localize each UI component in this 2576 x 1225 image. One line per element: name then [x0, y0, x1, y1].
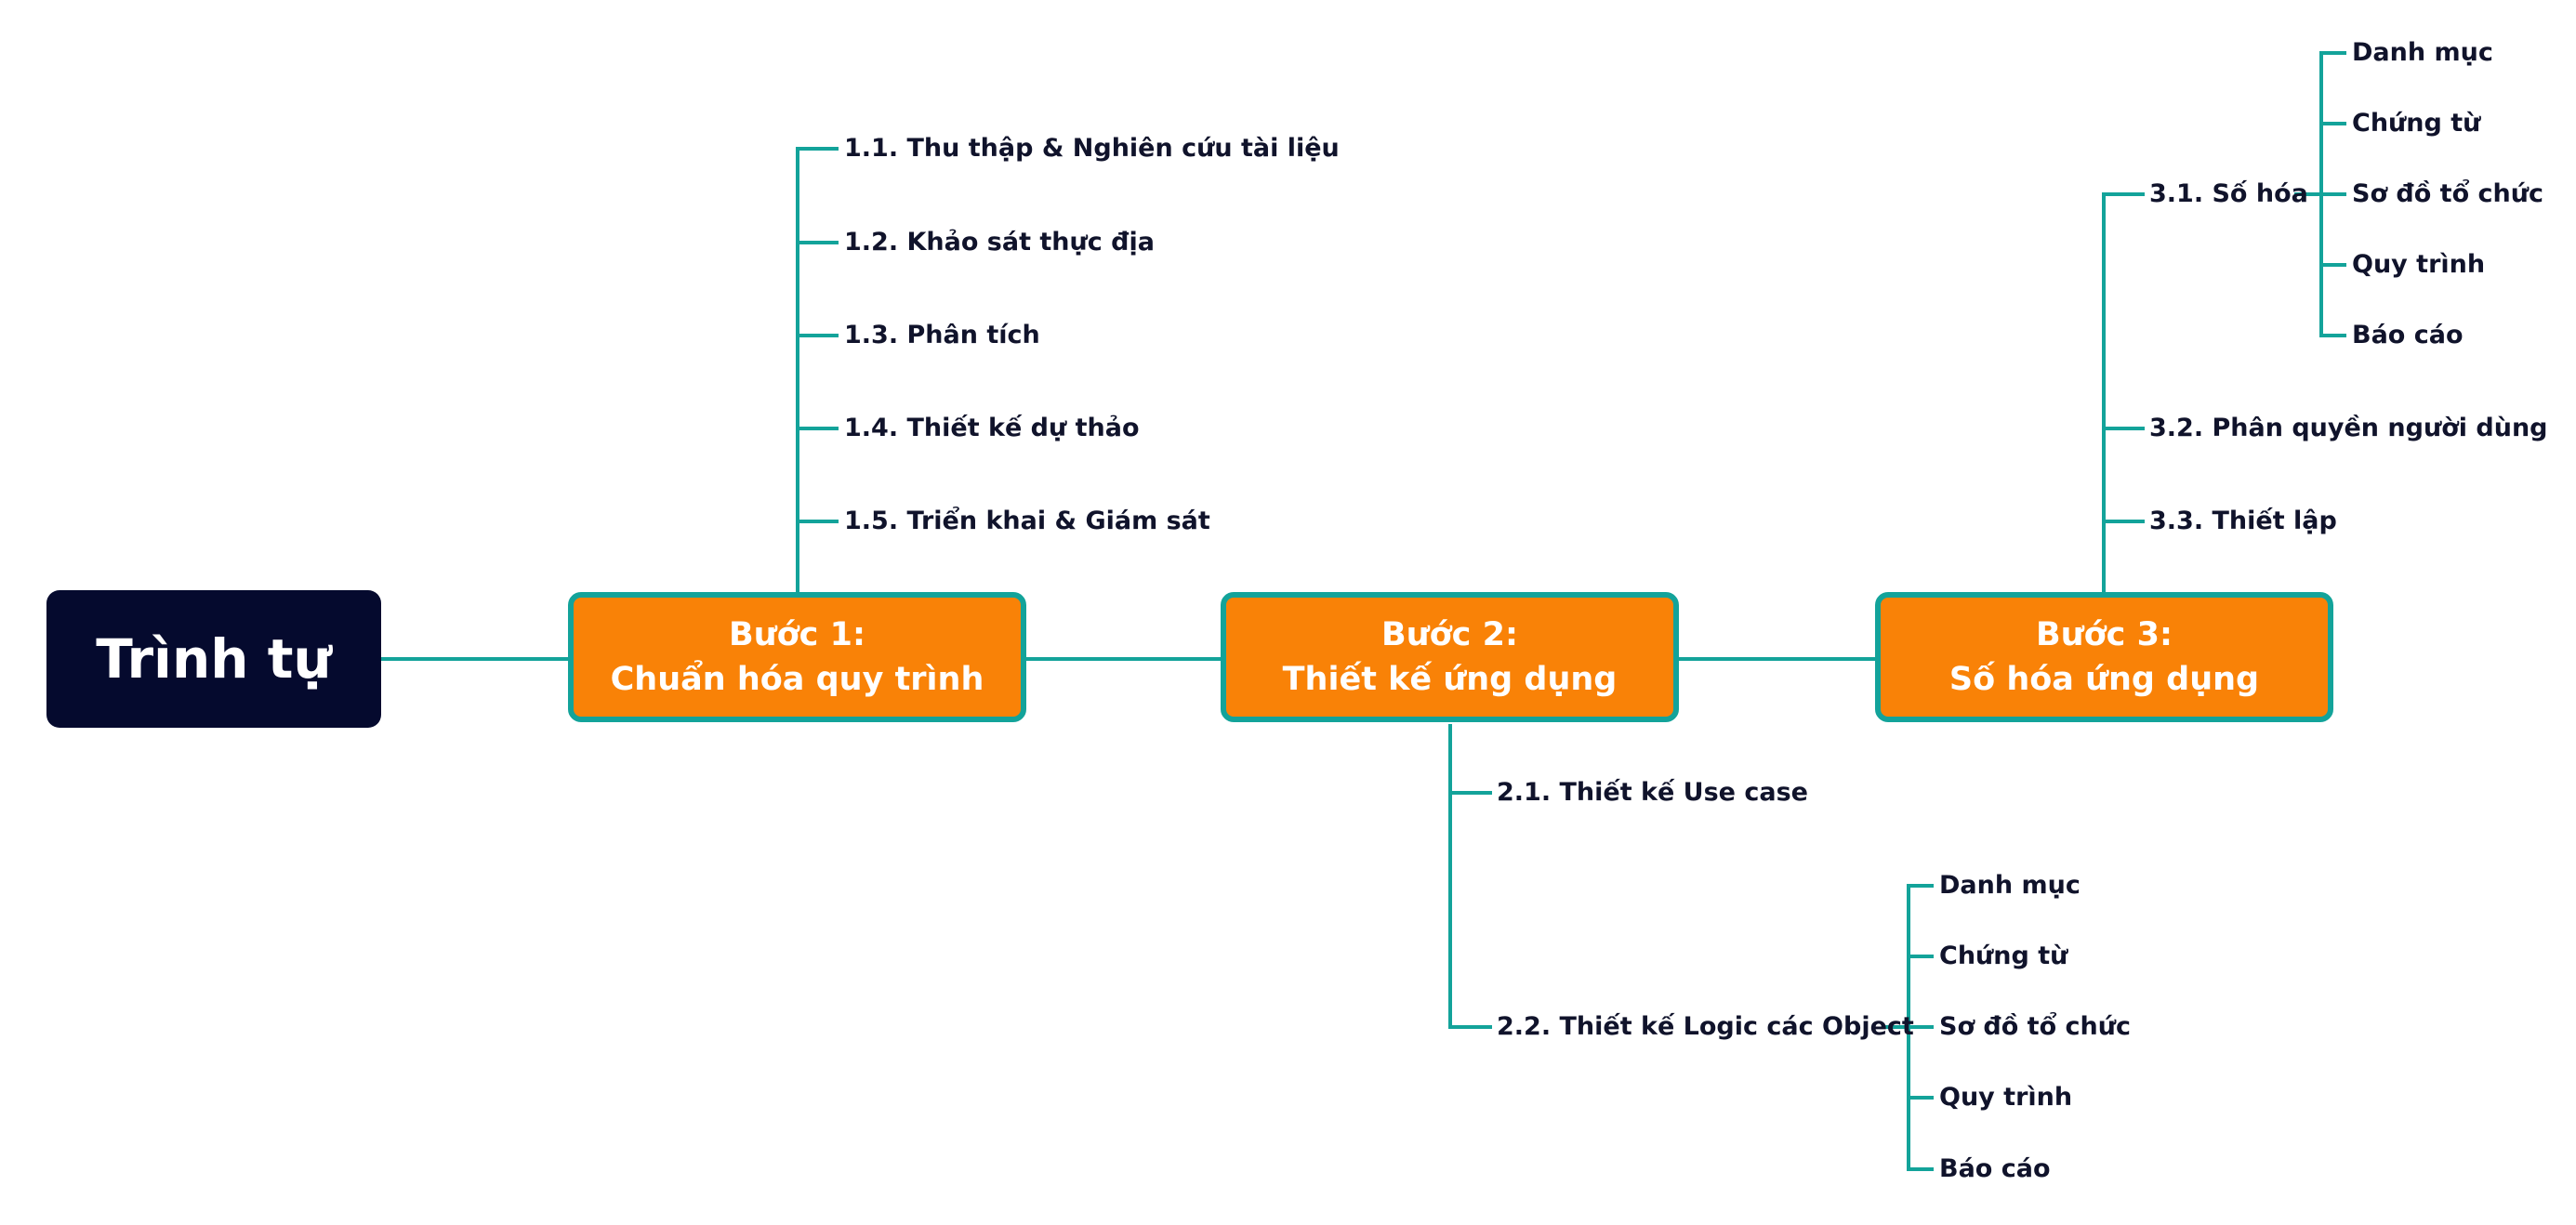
step-3-node: Bước 3: Số hóa ứng dụng [1875, 592, 2333, 722]
step-2-item-2: 2.2. Thiết kế Logic các Object [1497, 1012, 1914, 1041]
step-2-2-sub-2: Chứng từ [1939, 942, 2068, 970]
step-3-line2: Số hóa ứng dụng [1949, 661, 2260, 698]
step-3-1-sub-4: Quy trình [2352, 250, 2486, 279]
step-3-1-sub-1: Danh mục [2352, 38, 2493, 67]
step-3-line1: Bước 3: [2036, 616, 2173, 653]
step-3-item-1: 3.1. Số hóa [2149, 179, 2308, 208]
step-2-2-sub-1: Danh mục [1939, 871, 2081, 900]
root-node: Trình tự [46, 590, 381, 728]
step-1-item-1: 1.1. Thu thập & Nghiên cứu tài liệu [844, 134, 1340, 163]
step-2-item-1: 2.1. Thiết kế Use case [1497, 778, 1808, 807]
step-1-line2: Chuẩn hóa quy trình [610, 661, 984, 698]
step-3-item-3: 3.3. Thiết lập [2149, 507, 2337, 535]
step-2-node: Bước 2: Thiết kế ứng dụng [1221, 592, 1679, 722]
root-label: Trình tự [96, 627, 332, 691]
step-3-1-sub-2: Chứng từ [2352, 109, 2481, 138]
step-3-item-2: 3.2. Phân quyền người dùng [2149, 414, 2548, 442]
step-2-2-sub-4: Quy trình [1939, 1083, 2073, 1112]
step-1-item-2: 1.2. Khảo sát thực địa [844, 228, 1155, 257]
step-2-line1: Bước 2: [1381, 616, 1518, 653]
step-1-line1: Bước 1: [729, 616, 865, 653]
step-2-line2: Thiết kế ứng dụng [1282, 661, 1618, 698]
step-1-item-3: 1.3. Phân tích [844, 321, 1040, 349]
step-3-1-sub-5: Báo cáo [2352, 321, 2464, 349]
step-1-node: Bước 1: Chuẩn hóa quy trình [568, 592, 1026, 722]
step-3-1-sub-3: Sơ đồ tổ chức [2352, 179, 2543, 208]
step-1-item-5: 1.5. Triển khai & Giám sát [844, 507, 1210, 535]
step-2-2-sub-3: Sơ đồ tổ chức [1939, 1012, 2131, 1041]
step-1-item-4: 1.4. Thiết kế dự thảo [844, 414, 1140, 442]
step-2-2-sub-5: Báo cáo [1939, 1154, 2051, 1183]
